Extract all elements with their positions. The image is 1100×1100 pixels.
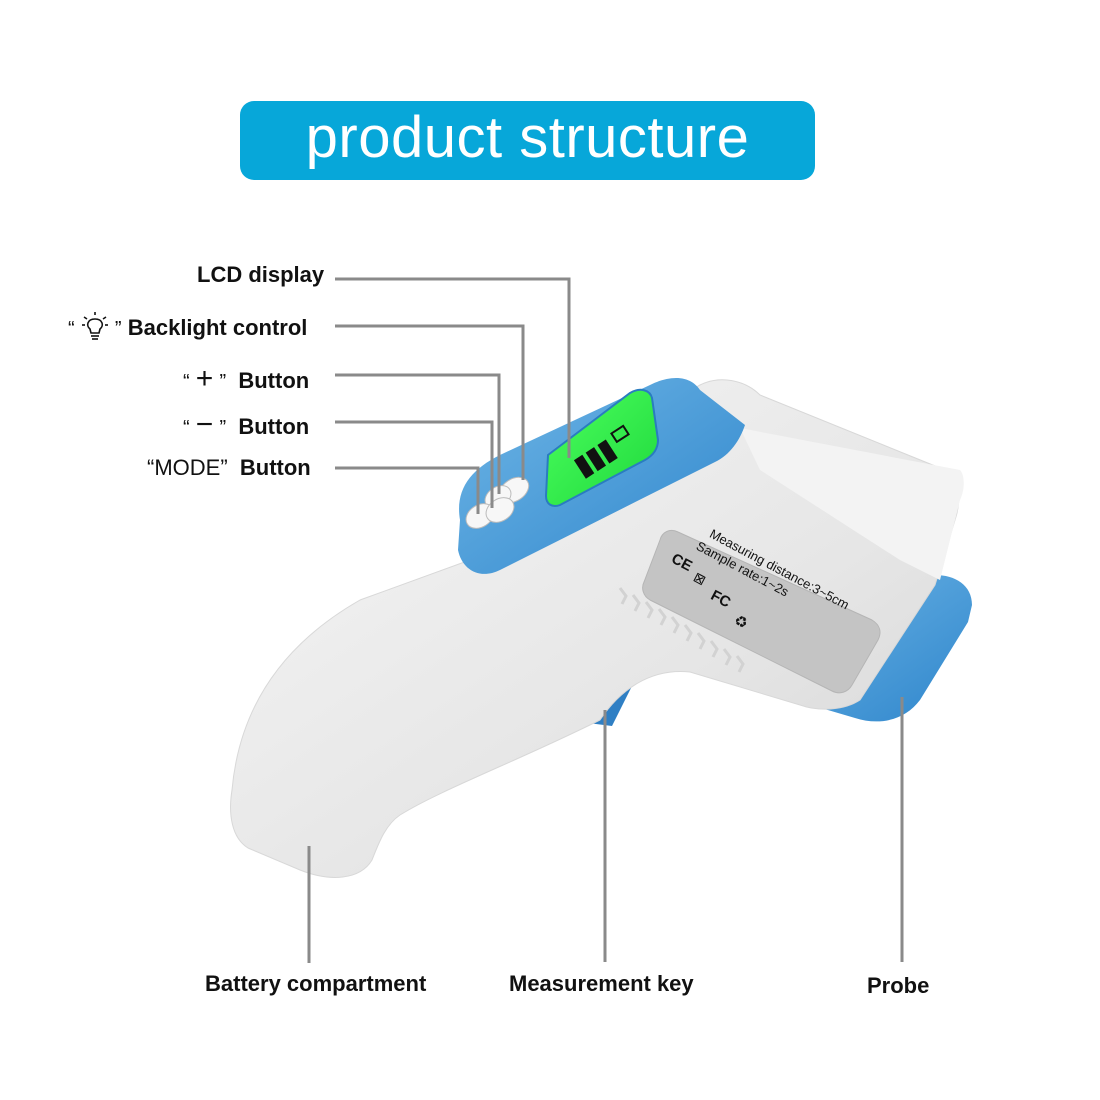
leader-minus-button xyxy=(335,420,494,508)
leader-lines xyxy=(307,277,904,963)
callout-mode-button: “MODE” Button xyxy=(147,455,311,480)
grip-ridges xyxy=(618,587,745,673)
callout-label: Button xyxy=(239,455,311,480)
callout-label: Button xyxy=(238,368,310,393)
callout-lcd-display: LCD display xyxy=(197,264,324,286)
callout-minus-button: “ − ” Button xyxy=(183,408,310,441)
callout-measurement-key: Measurement key xyxy=(509,971,694,996)
leader-plus-button xyxy=(335,373,501,494)
callout-plus-button: “ + ” Button xyxy=(183,362,310,395)
lightbulb-icon xyxy=(81,311,109,347)
leader-lcd-display xyxy=(335,277,571,458)
callout-label: LCD display xyxy=(197,262,325,287)
callout-label: Button xyxy=(238,414,310,439)
lcd-digits xyxy=(573,424,630,479)
callout-backlight-control: “ ” Backlight control xyxy=(68,311,307,347)
plus-icon: + xyxy=(195,362,214,395)
callout-label: Backlight control xyxy=(127,314,308,340)
callout-probe: Probe xyxy=(867,973,930,998)
title-banner: product structure xyxy=(240,101,815,180)
leader-backlight-control xyxy=(335,324,525,480)
mode-text: MODE xyxy=(154,455,221,480)
minus-icon: − xyxy=(195,408,214,441)
leader-mode-button xyxy=(335,466,480,514)
page-title: product structure xyxy=(305,104,750,170)
callout-battery-compartment: Battery compartment xyxy=(205,971,427,996)
